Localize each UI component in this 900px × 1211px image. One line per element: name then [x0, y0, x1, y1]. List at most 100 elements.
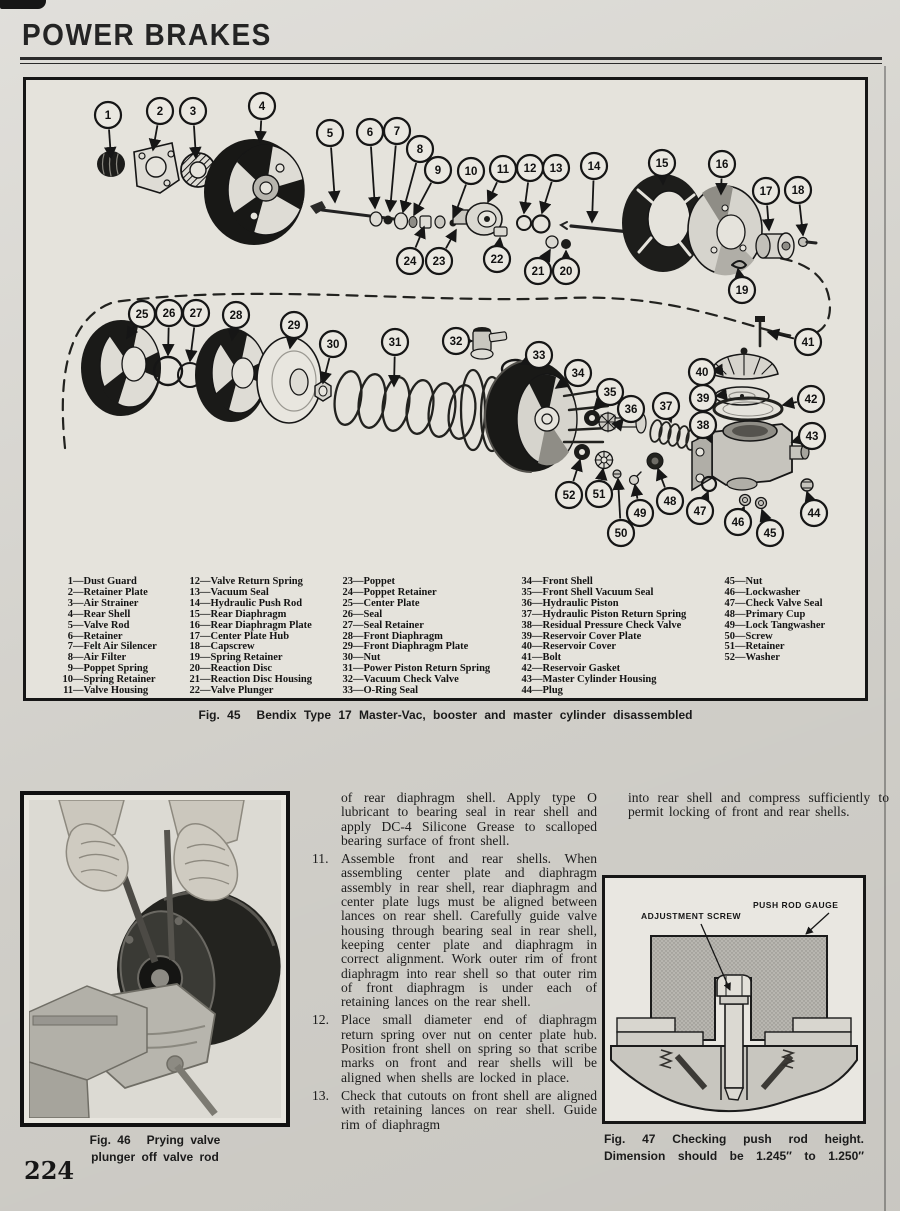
callout-balloon-42 [796, 384, 826, 414]
bench-vise [29, 983, 218, 1118]
callout-balloon-5 [315, 118, 345, 148]
callout-balloon-35 [595, 377, 625, 407]
callout-arrow-30 [319, 357, 332, 385]
callout-arrow-27 [185, 327, 198, 363]
push-rod-gauge-leader [805, 912, 830, 935]
callout-arrow-41 [766, 328, 795, 341]
callout-number-11: 11 [497, 164, 510, 176]
callout-number-49: 49 [634, 508, 647, 520]
callout-balloon-4 [247, 91, 277, 121]
callout-balloon-44 [799, 498, 829, 528]
fig47-drawing: ADJUSTMENT SCREW PUSH ROD GAUGE [602, 875, 866, 1124]
callout-number-24: 24 [404, 256, 417, 268]
callout-balloon-17 [751, 176, 781, 206]
adjustment-screw-leader [700, 923, 731, 991]
callout-number-5: 5 [327, 128, 334, 140]
callout-balloon-33 [524, 340, 554, 370]
part-entry: 17—Center Plate Hub [189, 630, 290, 642]
part-entry: 2—Retainer Plate [67, 586, 148, 598]
instructions-right-column: into rear shell and compress sufficientl… [612, 791, 889, 824]
callout-arrow-6 [367, 146, 381, 210]
page-number: 224 [24, 1156, 75, 1185]
part-entry: 45—Nut [724, 576, 763, 587]
callout-arrow-42 [781, 396, 798, 409]
part-entry: 11—Valve Housing [63, 685, 149, 697]
callout-arrow-46 [734, 505, 746, 520]
part-entry: 8—Air Filter [67, 652, 127, 664]
fig47-caption-line2: Dimension should be 1.245″ to 1.250″ [604, 1149, 864, 1163]
callout-number-4: 4 [259, 101, 266, 113]
callout-balloon-46 [723, 507, 753, 537]
header-rule [20, 57, 882, 64]
callout-balloon-45 [755, 518, 785, 548]
callout-balloon-10 [456, 156, 486, 186]
callout-arrow-25 [126, 325, 139, 340]
callout-arrow-52 [570, 458, 583, 482]
exploded-diagram-illustration: 1234567891011121314151617181920212223242… [61, 91, 831, 548]
callout-balloon-8 [405, 134, 435, 164]
part-entry: 9—Poppet Spring [67, 663, 148, 675]
part-entry: 26—Seal [342, 608, 383, 620]
instructions-middle-column: of rear diaphragm shell. Apply type O lu… [312, 791, 597, 1136]
exploded-parts-artwork [81, 139, 818, 510]
callout-arrow-37 [661, 409, 674, 424]
callout-balloon-19 [727, 275, 757, 305]
callout-arrow-31 [387, 356, 401, 388]
callout-number-46: 46 [732, 517, 745, 529]
callout-arrow-47 [697, 490, 710, 505]
callout-number-12: 12 [524, 163, 537, 175]
callout-number-18: 18 [792, 185, 805, 197]
callout-balloon-43 [797, 421, 827, 451]
callout-arrow-49 [630, 483, 644, 499]
part-entry: 40—Reservoir Cover [521, 641, 617, 653]
instruction-paragraph: 11.Assemble front and rear shells. When … [312, 851, 597, 1010]
callout-arrow-4 [254, 120, 267, 144]
callout-arrow-45 [759, 508, 772, 523]
callout-balloon-20 [551, 256, 581, 286]
part-entry: 41—Bolt [521, 652, 562, 664]
callout-number-13: 13 [550, 163, 563, 175]
part-entry: 42—Reservoir Gasket [521, 663, 621, 675]
part-entry: 51—Retainer [724, 641, 785, 653]
callout-balloon-28 [221, 300, 251, 330]
callout-number-14: 14 [588, 161, 601, 173]
callout-number-31: 31 [389, 337, 402, 349]
part-entry: 32—Vacuum Check Valve [342, 674, 459, 686]
callout-number-45: 45 [764, 528, 777, 540]
part-entry: 24—Poppet Retainer [342, 586, 437, 598]
section-braces [658, 1049, 796, 1090]
callout-arrow-18 [795, 204, 809, 237]
callout-balloon-32 [441, 326, 471, 356]
part-entry: 49—Lock Tangwasher [724, 619, 826, 631]
callout-arrow-10 [451, 184, 467, 219]
callout-arrow-11 [486, 181, 499, 204]
callout-balloon-22 [482, 244, 512, 274]
callout-number-37: 37 [660, 401, 673, 413]
part-entry: 13—Vacuum Seal [189, 586, 269, 598]
callout-arrow-50 [612, 477, 625, 519]
callout-arrow-51 [595, 467, 608, 481]
callout-arrow-48 [655, 467, 668, 488]
callout-balloon-1 [93, 100, 123, 130]
callout-arrow-3 [189, 125, 202, 160]
callout-number-43: 43 [806, 431, 819, 443]
callout-arrow-29 [285, 336, 299, 350]
callout-number-27: 27 [190, 308, 203, 320]
fig46-caption-line1: Prying valve [146, 1133, 221, 1147]
part-entry: 37—Hydraulic Piston Return Spring [521, 608, 687, 620]
callout-balloon-31 [380, 327, 410, 357]
callout-number-41: 41 [802, 337, 815, 349]
callout-balloon-21 [523, 256, 553, 286]
part-entry: 18—Capscrew [189, 641, 255, 653]
fig45-caption-text: Bendix Type 17 Master-Vac, booster and m… [256, 708, 693, 722]
callout-arrow-2 [148, 125, 162, 152]
part-entry: 28—Front Diaphragm [342, 630, 443, 642]
callout-number-3: 3 [190, 106, 196, 118]
callout-arrow-19 [733, 267, 747, 282]
fig47-caption: Fig. 47 Checking push rod height. Dimens… [604, 1131, 864, 1165]
part-entry: 34—Front Shell [521, 576, 593, 587]
part-entry: 25—Center Plate [342, 597, 420, 609]
